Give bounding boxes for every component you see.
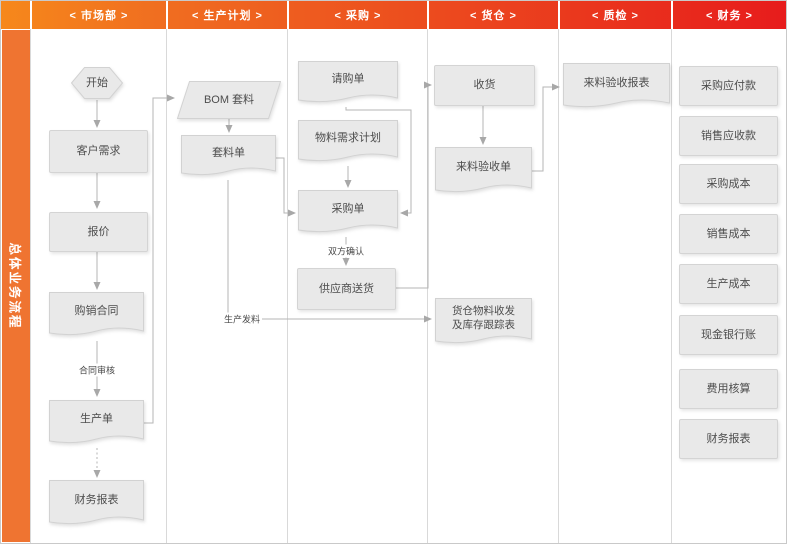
node-bom-nesting: BOM 套料 [177, 81, 281, 119]
edge-label-contract-review: 合同审核 [76, 363, 118, 377]
node-sales-contract: 购销合同 [49, 292, 144, 340]
lane-divider [166, 29, 167, 543]
node-incoming-inspection: 来料验收单 [435, 147, 532, 197]
lane-header-purchasing: < 采购 > [334, 10, 382, 22]
node-nesting-order: 套料单 [181, 135, 276, 180]
node-supplier-delivery: 供应商送货 [297, 268, 396, 310]
lane-header-production-planning: < 生产计划 > [192, 10, 263, 22]
node-accounts-payable: 采购应付款 [679, 66, 778, 106]
edge-supplier-delivery-to-receiving [394, 81, 432, 289]
header-divider [671, 1, 673, 29]
lane-header-quality: < 质检 > [592, 10, 639, 22]
header-divider [558, 1, 560, 29]
node-cash-bank-account: 现金银行账 [679, 315, 778, 355]
node-finance-report: 财务报表 [679, 419, 778, 459]
node-production-order: 生产单 [49, 400, 144, 448]
edge-incoming-inspection-to-report [532, 83, 560, 172]
node-warehouse-tracking: 货仓物料收发 及库存跟踪表 [435, 298, 532, 348]
sidebar-title: 总体业务流程 [7, 242, 22, 330]
edge-label-mutual-confirmation: 双方确认 [325, 244, 367, 258]
node-purchase-request: 请购单 [298, 61, 398, 107]
lane-header-marketing: < 市场部 > [69, 10, 129, 22]
lane-divider [427, 29, 428, 543]
node-accounts-receivable: 销售应收款 [679, 116, 778, 156]
lane-divider [287, 29, 288, 543]
node-finance-report-marketing: 财务报表 [49, 480, 144, 529]
node-inspection-report: 来料验收报表 [563, 63, 670, 112]
header-divider [166, 1, 168, 29]
node-purchase-cost: 采购成本 [679, 164, 778, 204]
sidebar-band: 总体业务流程 [2, 30, 30, 542]
header-divider [287, 1, 289, 29]
lane-header-finance: < 财务 > [706, 10, 753, 22]
node-customer-demand: 客户需求 [49, 130, 148, 173]
lane-divider [558, 29, 559, 543]
header-divider [427, 1, 429, 29]
node-expense-accounting: 费用核算 [679, 369, 778, 409]
lane-header-warehouse: < 货仓 > [470, 10, 517, 22]
lane-divider [30, 29, 31, 543]
lane-divider [671, 29, 672, 543]
node-purchase-order: 采购单 [298, 190, 398, 237]
node-production-cost: 生产成本 [679, 264, 778, 304]
node-sales-cost: 销售成本 [679, 214, 778, 254]
node-quotation: 报价 [49, 212, 148, 252]
node-material-requirement-plan: 物料需求计划 [298, 120, 398, 166]
edge-nesting-order-to-purchase-order [276, 157, 296, 217]
edge-production-order-to-bom [144, 94, 175, 424]
swimlane-header-band [1, 1, 786, 29]
header-divider [30, 1, 32, 29]
edge-label-production-material-issue: 生产发料 [221, 312, 263, 326]
node-start: 开始 [71, 67, 123, 99]
node-receiving: 收货 [434, 65, 535, 106]
